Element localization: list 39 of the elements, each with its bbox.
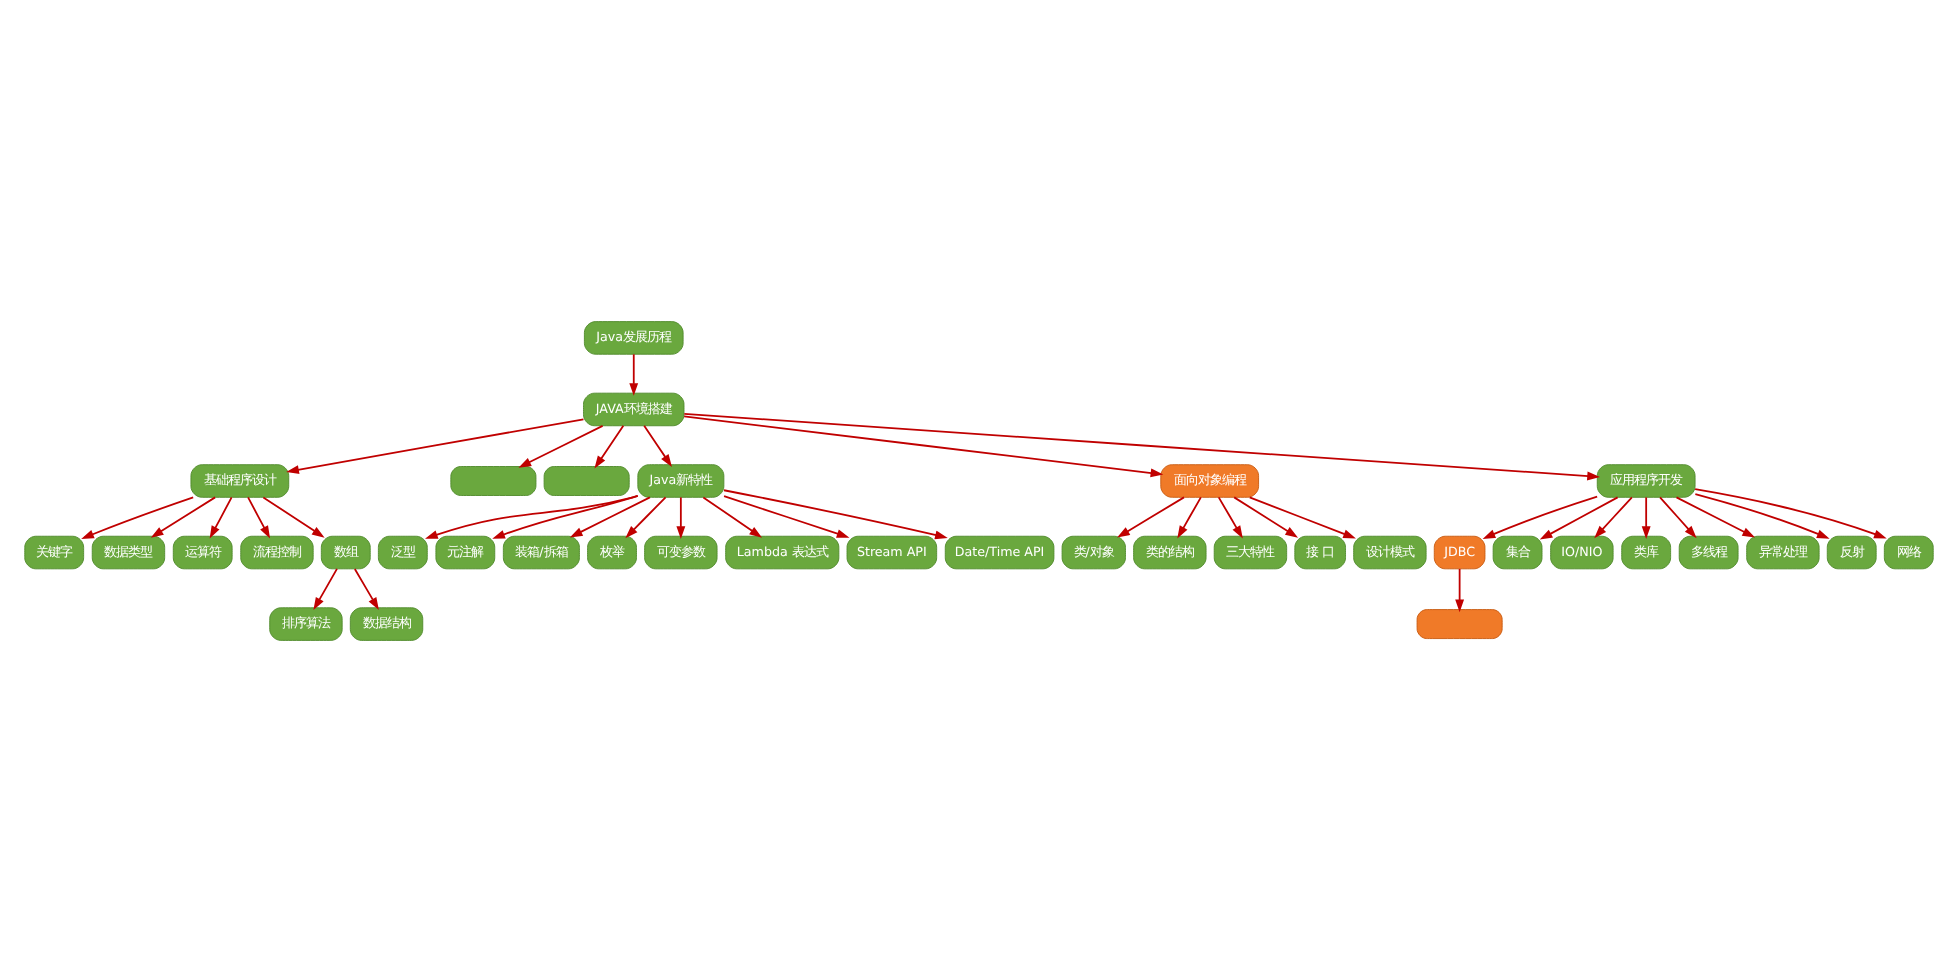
arrow bbox=[286, 418, 585, 475]
arrow bbox=[150, 496, 217, 538]
arrow bbox=[643, 424, 672, 467]
arrow bbox=[676, 496, 686, 539]
arrow bbox=[723, 489, 948, 540]
arrow bbox=[683, 415, 1164, 478]
arrow bbox=[625, 496, 667, 539]
node-box bbox=[1416, 609, 1503, 640]
arrow bbox=[629, 353, 639, 396]
arrow bbox=[492, 494, 639, 539]
arrow bbox=[702, 496, 763, 538]
arrow bbox=[1217, 496, 1243, 539]
arrow bbox=[518, 424, 604, 468]
arrow bbox=[1177, 496, 1202, 539]
arrow bbox=[353, 568, 379, 611]
arrow bbox=[569, 496, 651, 538]
arrow bbox=[683, 412, 1600, 481]
arrow bbox=[209, 496, 233, 539]
arrow bbox=[1482, 495, 1599, 539]
arrow bbox=[81, 496, 195, 539]
arrow bbox=[1455, 568, 1465, 613]
arrow bbox=[1539, 496, 1619, 540]
arrow bbox=[1641, 496, 1651, 539]
arrow bbox=[1659, 496, 1697, 539]
arrow bbox=[247, 496, 271, 539]
arrow bbox=[594, 424, 625, 469]
arrow bbox=[1248, 496, 1356, 539]
node-box bbox=[543, 466, 630, 496]
arrow bbox=[313, 568, 338, 611]
arrow bbox=[1675, 496, 1756, 538]
arrow bbox=[1117, 496, 1185, 538]
arrow bbox=[425, 495, 639, 539]
arrow bbox=[1694, 493, 1830, 539]
arrow bbox=[1694, 488, 1887, 539]
node-box bbox=[450, 466, 537, 496]
arrow bbox=[262, 496, 325, 538]
arrow bbox=[1594, 496, 1633, 539]
arrow bbox=[1233, 496, 1299, 538]
arrow bbox=[723, 495, 850, 538]
